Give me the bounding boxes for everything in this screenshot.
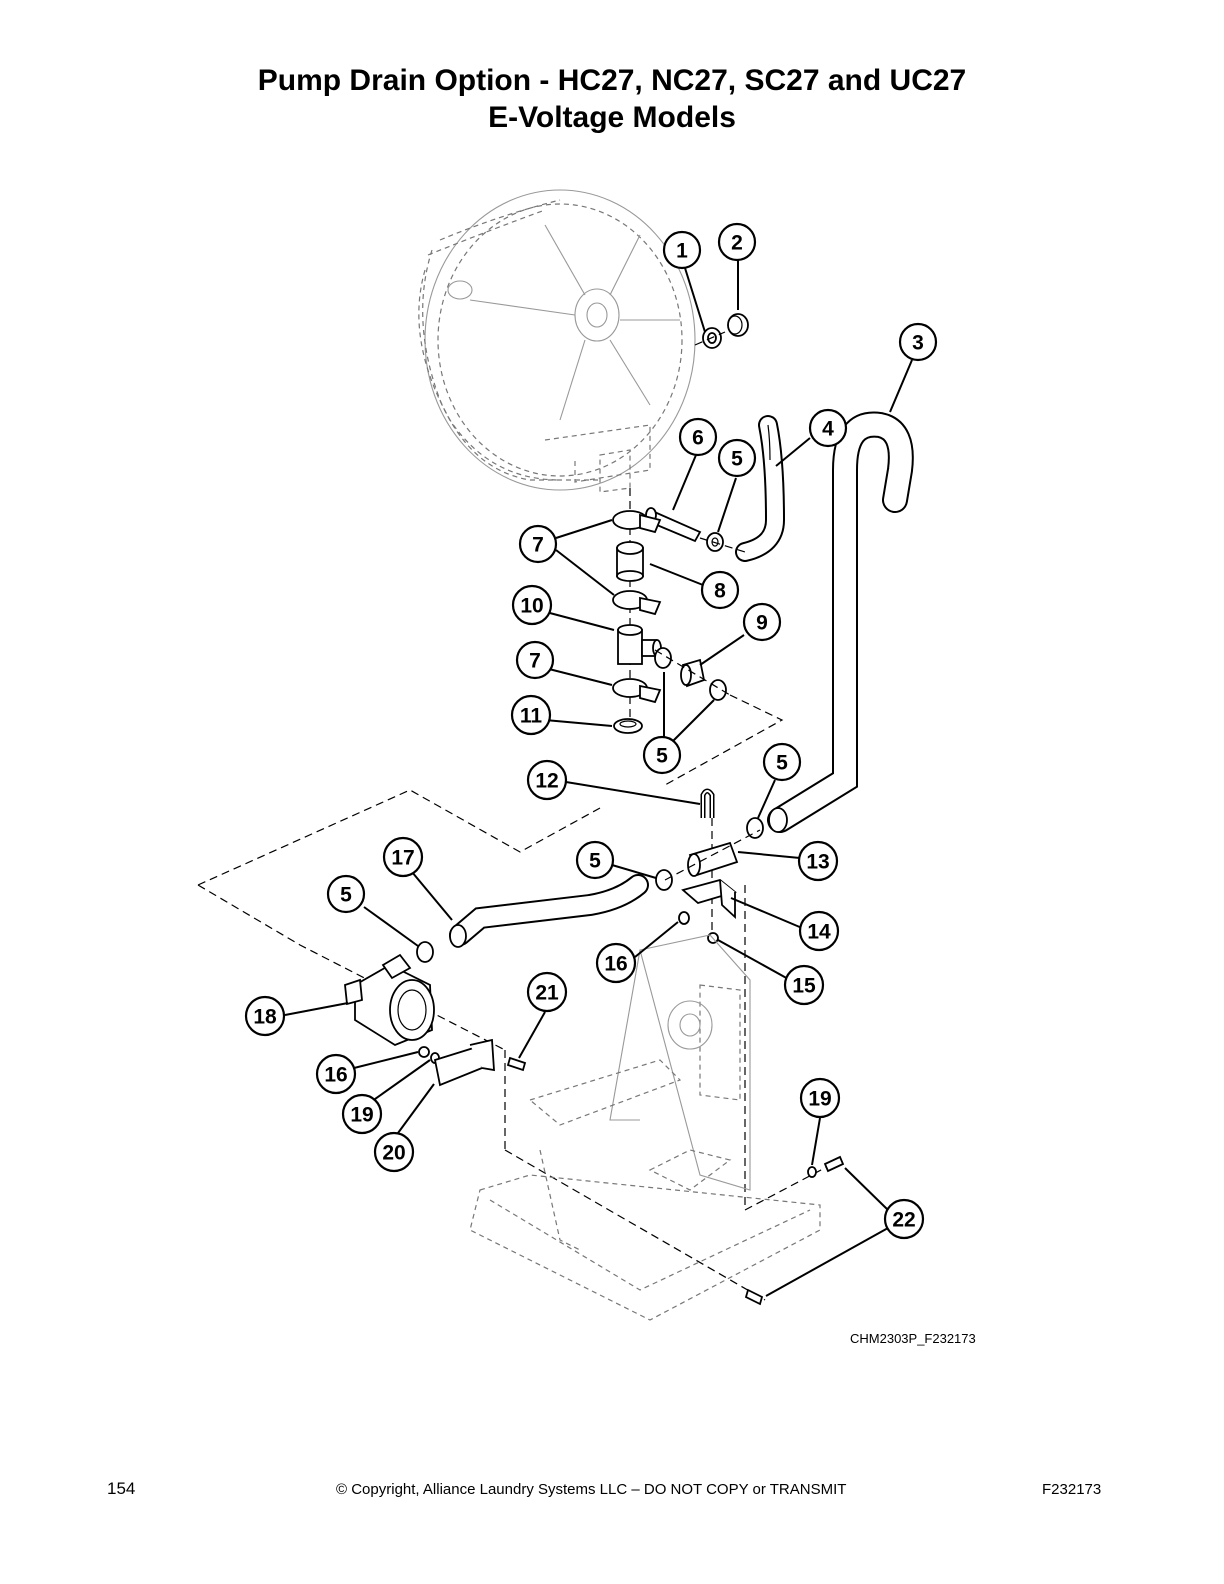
callout-11: 11	[510, 694, 552, 736]
part-16-washer-upper	[678, 911, 690, 925]
svg-text:14: 14	[807, 921, 831, 944]
callout-16-b: 16	[315, 1053, 357, 1095]
drawing-code: CHM2303P_F232173	[850, 1331, 976, 1346]
part-10-tee	[617, 624, 662, 665]
svg-text:6: 6	[692, 427, 704, 450]
callout-12: 12	[526, 759, 568, 801]
callout-4: 4	[808, 408, 848, 448]
part-16-washer-lower	[418, 1046, 430, 1058]
svg-text:8: 8	[714, 580, 726, 603]
callout-2: 2	[717, 222, 757, 262]
svg-text:5: 5	[340, 884, 352, 907]
svg-text:10: 10	[520, 595, 543, 618]
page-subtitle: E-Voltage Models	[488, 101, 736, 134]
callout-18: 18	[244, 995, 286, 1037]
svg-text:5: 5	[656, 745, 668, 768]
svg-text:7: 7	[529, 650, 541, 673]
svg-text:17: 17	[391, 847, 414, 870]
svg-text:9: 9	[756, 612, 768, 635]
callout-5-d: 5	[575, 840, 615, 880]
part-21-screw	[506, 1056, 527, 1072]
svg-text:19: 19	[350, 1104, 373, 1127]
callout-10: 10	[511, 584, 553, 626]
page-number: 154	[107, 1479, 136, 1498]
part-5-clamp-d	[746, 817, 764, 839]
part-4-pressure-hose	[735, 415, 786, 562]
callout-6: 6	[678, 417, 718, 457]
part-14-bracket	[681, 879, 737, 920]
svg-text:22: 22	[892, 1209, 915, 1232]
copyright-notice: © Copyright, Alliance Laundry Systems LL…	[336, 1481, 847, 1498]
callout-19-a: 19	[799, 1077, 841, 1119]
leader-lines	[284, 260, 913, 1297]
frame-ghost	[469, 934, 821, 1321]
svg-text:5: 5	[589, 850, 601, 873]
callout-1: 1	[662, 230, 702, 270]
part-5-clamp-c	[709, 679, 727, 701]
document-code: F232173	[1042, 1481, 1102, 1498]
svg-text:2: 2	[731, 232, 743, 255]
part-18-drain-pump	[344, 953, 435, 1047]
callout-5-e: 5	[326, 874, 366, 914]
callout-20: 20	[373, 1131, 415, 1173]
callout-7-a: 7	[518, 524, 558, 564]
callout-19-b: 19	[341, 1093, 383, 1135]
part-2-plug	[727, 313, 749, 337]
svg-text:4: 4	[822, 418, 834, 441]
part-20-pump-bracket	[433, 1038, 495, 1087]
svg-text:19: 19	[808, 1088, 831, 1111]
svg-text:20: 20	[382, 1142, 405, 1165]
callout-13: 13	[797, 840, 839, 882]
part-19-lockwasher-right	[807, 1166, 817, 1178]
part-8-coupling	[616, 541, 644, 582]
part-12-u-bolt	[700, 788, 715, 818]
callout-5-a: 5	[717, 438, 757, 478]
part-11-grommet	[613, 718, 643, 734]
callout-15: 15	[783, 964, 825, 1006]
drum-ghost	[418, 189, 696, 493]
svg-text:12: 12	[535, 770, 558, 793]
svg-text:5: 5	[776, 752, 788, 775]
part-7-clamp-upper	[612, 510, 662, 534]
callout-5-b: 5	[642, 735, 682, 775]
callout-21: 21	[526, 971, 568, 1013]
svg-text:13: 13	[806, 851, 829, 874]
svg-text:1: 1	[676, 240, 688, 263]
part-7-clamp-lower	[612, 678, 662, 704]
svg-text:16: 16	[324, 1064, 347, 1087]
part-3-drain-hose	[767, 411, 914, 833]
callout-5-c: 5	[762, 742, 802, 782]
part-17-hose	[449, 874, 649, 948]
svg-text:18: 18	[253, 1006, 277, 1029]
part-5-clamp-a	[706, 532, 724, 552]
svg-text:15: 15	[792, 975, 816, 998]
callout-3: 3	[898, 322, 938, 362]
callout-7-b: 7	[515, 640, 555, 680]
svg-text:5: 5	[731, 448, 743, 471]
part-7-clamp-middle	[612, 590, 662, 616]
callout-16-a: 16	[595, 942, 637, 984]
svg-text:21: 21	[535, 982, 559, 1005]
svg-text:3: 3	[912, 332, 924, 355]
part-5-clamp-e	[655, 869, 673, 891]
page-title: Pump Drain Option - HC27, NC27, SC27 and…	[257, 64, 967, 97]
svg-text:11: 11	[520, 705, 543, 728]
callout-22: 22	[883, 1198, 925, 1240]
part-5-clamp-f	[416, 941, 434, 963]
callout-17: 17	[382, 836, 424, 878]
part-22-screw-lower	[744, 1288, 764, 1306]
svg-text:7: 7	[532, 534, 544, 557]
part-22-screw-upper	[823, 1155, 845, 1173]
svg-text:16: 16	[604, 953, 627, 976]
callout-14: 14	[798, 910, 840, 952]
callout-8: 8	[700, 570, 740, 610]
callout-9: 9	[742, 602, 782, 642]
